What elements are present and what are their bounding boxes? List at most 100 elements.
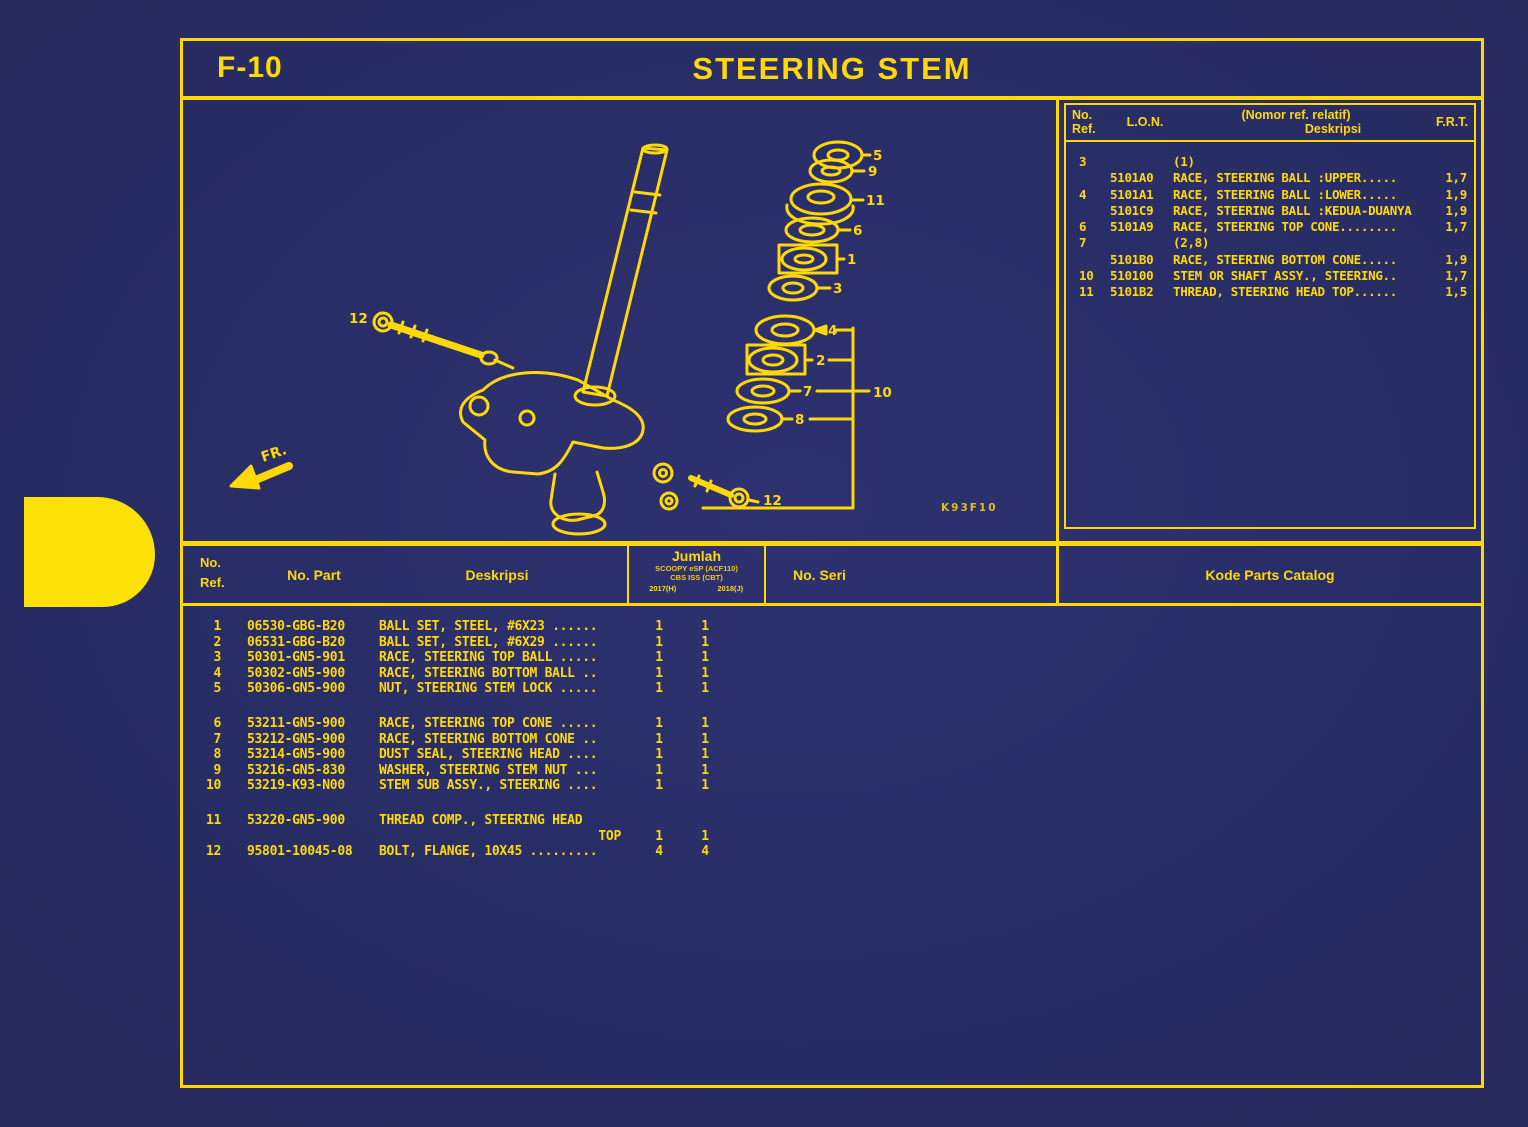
cell-lon: 5101C9 [1110,202,1154,218]
cell-deskripsi: RACE, STEERING BALL :KEDUA-DUANYA [1173,202,1412,218]
cell-qty-2018: 1 [701,731,709,747]
cell-frt: 1,9 [1445,251,1467,267]
cell-no-ref: 9 [213,762,221,778]
cell-no-ref: 3 [1079,154,1087,169]
ref-table-row: 5101C9 RACE, STEERING BALL :KEDUA-DUANYA 1… [1066,203,1474,219]
cell-deskripsi: RACE, STEERING BALL :LOWER..... [1173,186,1397,202]
cell-qty-2017: 1 [655,715,663,731]
callout-label: 12 [349,311,368,327]
cell-qty-2018 [683,813,727,829]
callout-label: 12 [763,493,782,509]
cell-qty-2018: 1 [701,619,709,634]
cell-no-ref [1066,170,1110,186]
cell-no-ref: 11 [1079,284,1094,300]
reference-table-header: No. Ref. L.O.N. (Nomor ref. relatif) Des… [1066,105,1474,142]
cell-qty-2017: 1 [655,828,663,844]
fr-direction-arrow [229,462,293,490]
header-no-part: No. Part [287,566,341,583]
cell-lon: 5101B0 [1110,251,1154,267]
stem-shaft-drawing [573,143,669,407]
cell-frt: 1,9 [1445,202,1467,218]
callout-label: 4 [828,323,837,339]
cell-qty-2017: 4 [655,844,663,860]
cell-no-ref [183,829,221,845]
parts-table-row: 4 50302-GN5-900 RACE, STEERING BOTTOM BALL… [183,666,1481,682]
cell-no-ref: 8 [213,747,221,763]
cell-qty-2018: 1 [701,778,709,794]
cell-qty-2017: 1 [655,762,663,778]
cell-lon: 5101A0 [1110,170,1154,186]
cell-no-ref: 4 [213,665,221,681]
cell-deskripsi: NUT, STEERING STEM LOCK ..... [379,681,598,697]
bottom-bracket-drawing [459,371,679,536]
cell-deskripsi: RACE, STEERING TOP CONE ..... [379,715,598,731]
cell-qty-2017: 1 [655,731,663,747]
callout-label: 11 [866,193,885,209]
cell-lon [1110,154,1173,170]
cell-qty-2017: 1 [655,619,663,634]
panel-divider [1056,100,1059,541]
cell-deskripsi: RACE, STEERING BALL :UPPER..... [1173,170,1397,186]
cell-qty-2017: 1 [655,778,663,794]
cell-deskripsi: DUST SEAL, STEERING HEAD .... [379,747,598,763]
content-area: 5 9 11 6 1 3 4 2 7 10 8 12 12 FR. K93F10 [183,100,1481,541]
cell-no-ref: 2 [213,634,221,650]
cell-deskripsi: RACE, STEERING BOTTOM BALL .. [379,665,598,681]
callout-label: 6 [853,223,862,239]
cell-no-part: 53220-GN5-900 [247,812,345,828]
cell-qty-2018: 1 [701,681,709,697]
cell-qty-2017: 1 [655,681,663,697]
ref-table-row: 7(2,8) [1066,235,1474,251]
header-deskripsi: (Nomor ref. relatif) Deskripsi [1241,108,1362,136]
header-no-ref: No. Ref. [1072,108,1096,136]
drawing-code-watermark: K93F10 [941,502,998,514]
cell-deskripsi: THREAD, STEERING HEAD TOP...... [1173,284,1397,300]
cell-no-part: 50301-GN5-901 [247,650,345,666]
catalog-frame: F-10 STEERING STEM [180,38,1484,1088]
callout-label: 10 [873,385,892,401]
header-frt: F.R.T. [1436,115,1468,129]
cell-no-ref: 7 [213,731,221,747]
cell-qty-2017: 1 [655,665,663,681]
cell-deskripsi: THREAD COMP., STEERING HEAD [379,812,583,828]
ref-table-row: 3(1) [1066,154,1474,170]
cell-qty-2017: 1 [655,747,663,763]
cell-no-ref: 5 [213,681,221,697]
cell-lon: 510100 [1110,268,1154,284]
cell-qty-2017: 1 [655,650,663,666]
callout-label: 7 [803,384,812,400]
cell-no-part: 53211-GN5-900 [247,715,345,731]
cell-no-ref [1066,203,1110,219]
row-group-spacer [183,697,1481,716]
cell-no-ref: 12 [205,844,221,860]
exploded-diagram: 5 9 11 6 1 3 4 2 7 10 8 12 12 FR. K93F10 [229,140,998,536]
cell-qty-2018: 4 [701,844,709,860]
cell-qty-2018: 1 [701,634,709,650]
cell-qty-2018: 1 [701,650,709,666]
callout-label: 9 [868,164,877,180]
callout-label: 8 [795,412,804,428]
cell-qty-2017: 1 [655,634,663,650]
reference-table: No. Ref. L.O.N. (Nomor ref. relatif) Des… [1064,103,1476,529]
cell-qty-2017 [637,813,681,829]
cell-no-part: 06530-GBG-B20 [247,619,345,634]
cell-no-part: 50302-GN5-900 [247,665,345,681]
page-code: F-10 [217,51,283,84]
cell-qty-2018: 1 [701,715,709,731]
jumlah-model-1: SCOOPY eSP (ACF110) [655,564,738,573]
cell-no-ref: 4 [1079,186,1087,202]
cell-frt: 1,9 [1445,186,1467,202]
left-flange-bolt-drawing [372,311,515,370]
page-edge-tab[interactable] [24,497,155,607]
cell-frt: 1,7 [1445,268,1467,284]
jumlah-title: Jumlah [671,548,721,564]
